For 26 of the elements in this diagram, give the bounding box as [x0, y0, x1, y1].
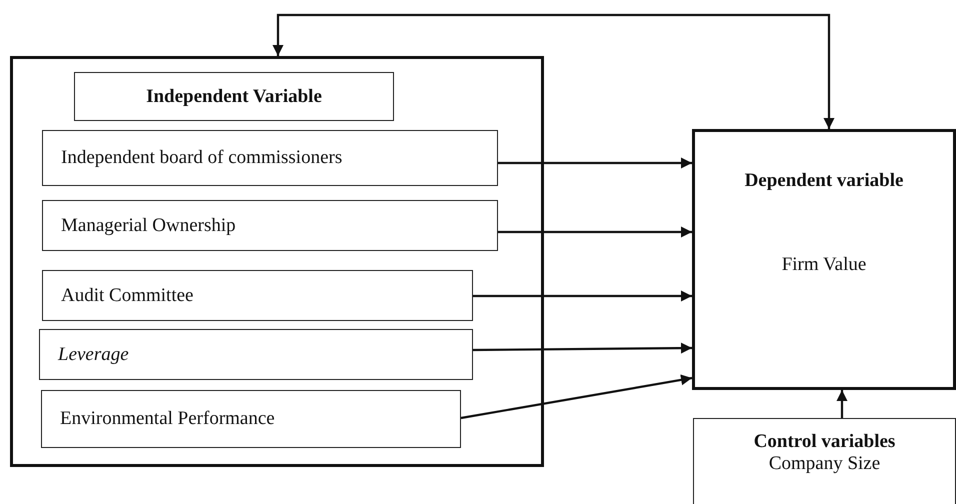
variable-box: [42, 130, 498, 186]
arrow: [460, 374, 692, 420]
dependent-variable-box: [692, 129, 956, 390]
arrow: [498, 158, 692, 168]
heading-text: Control variables: [754, 431, 896, 453]
arrow: [473, 342, 692, 354]
arrow: [272, 14, 834, 129]
arrow: [836, 390, 848, 418]
heading-box: [74, 72, 394, 121]
variable-box: [42, 270, 473, 321]
variable-box: [41, 390, 461, 448]
body-text: Firm Value: [782, 254, 866, 276]
body-text: Company Size: [768, 453, 880, 475]
variable-box: [42, 200, 498, 251]
arrow: [473, 290, 692, 302]
heading-text: Independent Variable: [146, 86, 322, 108]
control-variable-box: [693, 418, 956, 504]
label-text: Managerial Ownership: [61, 214, 236, 236]
label-text: Environmental Performance: [60, 408, 275, 430]
heading-text: Dependent variable: [744, 170, 904, 192]
label-text: Independent board of commissioners: [61, 147, 342, 169]
variable-box: [39, 329, 473, 380]
label-text: Audit Committee: [61, 284, 194, 306]
arrow: [498, 226, 692, 238]
label-text: Leverage: [58, 344, 129, 366]
group-frame: [10, 56, 544, 467]
